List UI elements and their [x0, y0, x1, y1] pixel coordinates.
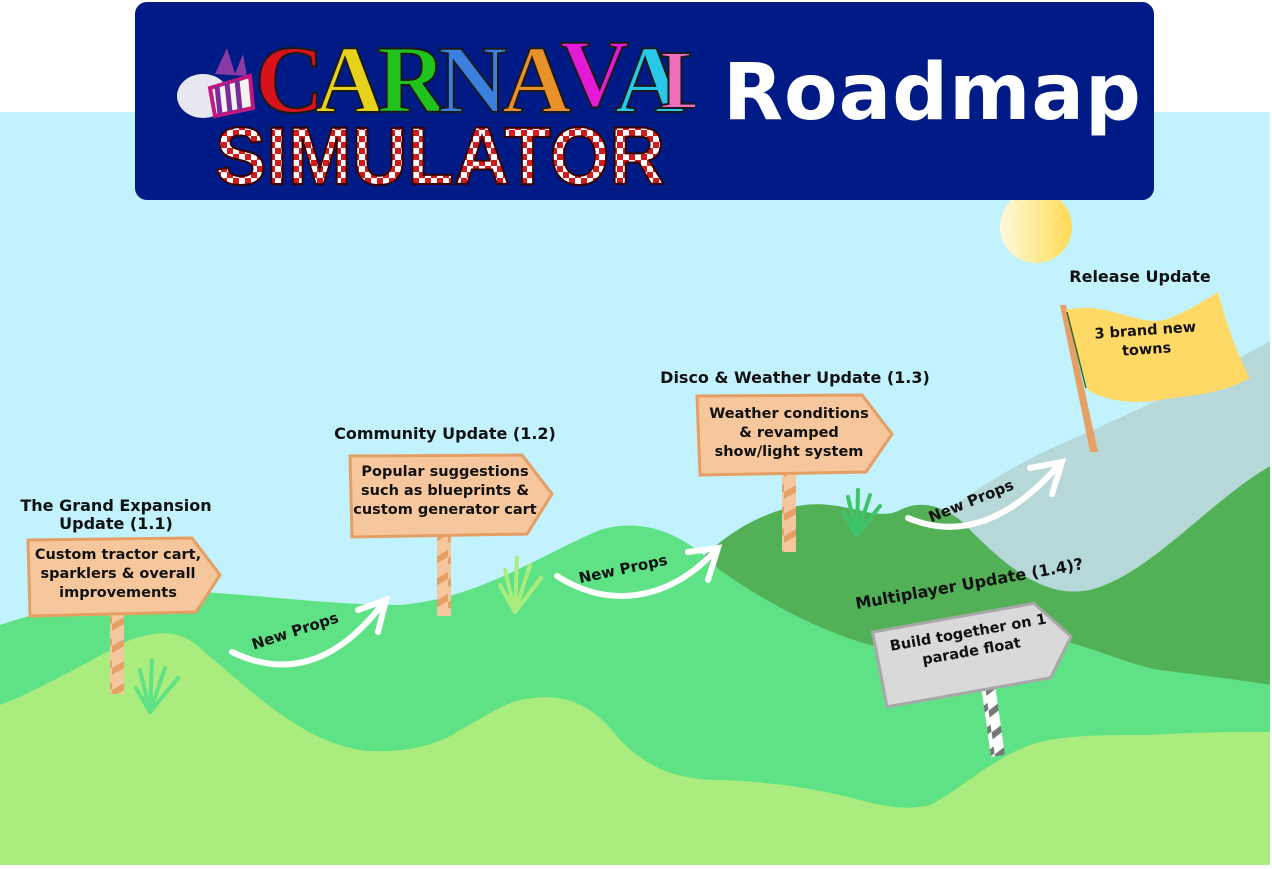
flag-pole [1060, 305, 1098, 452]
svg-text:L: L [660, 34, 695, 127]
game-logo: SIMULATOR C A R N A V A L [177, 19, 695, 194]
sign-post [980, 677, 1005, 757]
signboard [348, 453, 554, 539]
signboard [870, 601, 1073, 709]
grass-icon [841, 488, 882, 537]
milestone-description: Popular suggestions such as blueprints &… [353, 464, 537, 518]
svg-text:A: A [502, 26, 571, 133]
arrow-icon [685, 544, 723, 583]
svg-text:V: V [560, 20, 629, 127]
page-title: Roadmap [723, 48, 1142, 138]
jester-hat-icon [177, 48, 256, 119]
milestone-description: Custom tractor cart, sparklers & overall… [34, 547, 202, 601]
arrow-icon [1027, 458, 1067, 497]
sign-post [437, 534, 451, 616]
svg-text:A: A [615, 26, 684, 133]
header-banner: SIMULATOR C A R N A V A L Roadmap [135, 2, 1154, 200]
grass-icon [498, 556, 543, 614]
arrow-icon [554, 547, 719, 599]
svg-text:C: C [255, 26, 324, 133]
flag-cloth [1066, 292, 1250, 402]
sign-post [110, 612, 124, 694]
arrow-icon [905, 463, 1061, 530]
signboard [695, 393, 894, 477]
grass-icon [134, 658, 180, 714]
svg-text:A: A [315, 26, 384, 133]
arrow-icon [355, 595, 391, 635]
svg-text:R: R [377, 26, 448, 133]
arrow-icon [229, 599, 387, 668]
milestone-title: Community Update (1.2) [334, 424, 556, 443]
hill-light [0, 633, 1270, 865]
sign-post [782, 472, 796, 552]
sun-icon [1000, 191, 1072, 263]
milestone-title: Release Update [1069, 267, 1211, 286]
signboard [26, 536, 222, 618]
milestone-title: The Grand Expansion Update (1.1) [20, 496, 212, 533]
milestone-title: Disco & Weather Update (1.3) [660, 368, 930, 387]
milestone-description: Weather conditions & revamped show/light… [709, 406, 869, 460]
svg-text:N: N [438, 26, 507, 133]
svg-text:SIMULATOR: SIMULATOR [215, 111, 665, 194]
